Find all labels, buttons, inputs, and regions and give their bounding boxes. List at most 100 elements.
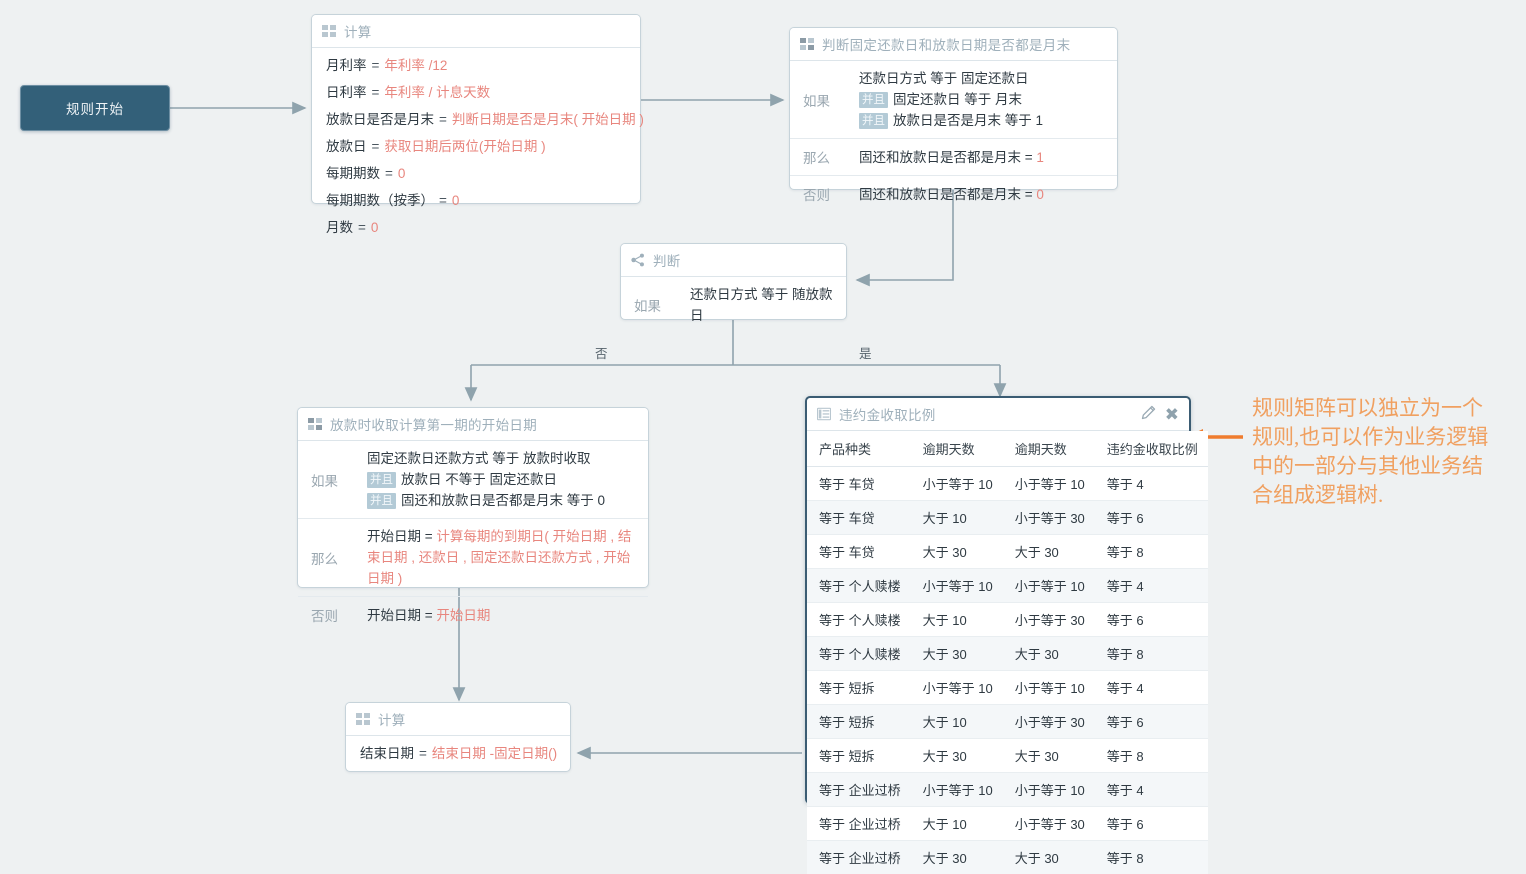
equals-sign: = xyxy=(439,193,447,208)
expression-text: 固还和放款日是否都是月末 等于 0 xyxy=(401,493,605,508)
node-decision[interactable]: 判断 如果 还款日方式 等于 随放款日 xyxy=(620,243,847,320)
node-header: 判断 xyxy=(621,244,846,277)
assignment-row: 放款日是否是月末=判断日期是否是月末( 开始日期 ) xyxy=(312,106,640,133)
matrix-cell: 等于 6 xyxy=(1095,603,1208,637)
node-title: 放款时收取计算第一期的开始日期 xyxy=(330,414,537,434)
node-header: 判断固定还款日和放款日期是否都是月末 xyxy=(790,28,1117,61)
assignment-target: 月利率 xyxy=(326,58,367,73)
condition-expression: 并且放款日 不等于 固定还款日 xyxy=(367,469,636,490)
matrix-column-header: 违约金收取比例 xyxy=(1095,431,1208,467)
node-header: 计算 xyxy=(312,15,640,48)
matrix-cell: 小于等于 10 xyxy=(911,773,1003,807)
matrix-cell: 等于 个人赎楼 xyxy=(807,637,911,671)
assignment-row: 月利率=年利率 /12 xyxy=(312,52,640,79)
table-icon xyxy=(817,407,831,421)
matrix-header-row: 产品种类逾期天数逾期天数违约金收取比例 xyxy=(807,431,1208,467)
close-icon[interactable]: ✖ xyxy=(1165,406,1179,423)
condition-if-row: 如果 还款日方式 等于 固定还款日并且固定还款日 等于 月末并且放款日是否是月末… xyxy=(790,61,1117,139)
assignment-value: 年利率 / 计息天数 xyxy=(384,85,490,100)
else-value: 0 xyxy=(1036,187,1044,202)
assignment-target: 放款日 xyxy=(326,139,367,154)
matrix-cell: 大于 30 xyxy=(1003,637,1095,671)
node-header: 放款时收取计算第一期的开始日期 xyxy=(298,408,648,441)
then-value: 1 xyxy=(1036,150,1044,165)
condition-expression: 并且固还和放款日是否都是月末 等于 0 xyxy=(367,490,636,511)
condition-expression: 并且固定还款日 等于 月末 xyxy=(859,89,1105,110)
expression-text: 放款日是否是月末 等于 1 xyxy=(893,113,1043,128)
condition-then-row: 那么 固还和放款日是否都是月末 = 1 xyxy=(790,139,1117,176)
if-label: 如果 xyxy=(621,277,686,333)
assignment-value: 获取日期后两位(开始日期 ) xyxy=(384,139,545,154)
then-label: 那么 xyxy=(790,139,855,176)
node-condition-month-end[interactable]: 判断固定还款日和放款日期是否都是月末 如果 还款日方式 等于 固定还款日并且固定… xyxy=(789,27,1118,190)
condition-else-row: 否则 固还和放款日是否都是月末 = 0 xyxy=(790,176,1117,213)
matrix-cell: 等于 8 xyxy=(1095,841,1208,874)
assignment-value: 0 xyxy=(398,166,406,181)
condition-table: 如果 固定还款日还款方式 等于 放款时收取并且放款日 不等于 固定还款日并且固还… xyxy=(298,441,648,633)
matrix-cell: 等于 车贷 xyxy=(807,467,911,501)
matrix-cell: 大于 30 xyxy=(1003,535,1095,569)
and-badge: 并且 xyxy=(367,493,396,509)
assignment-target: 月数 xyxy=(326,220,353,235)
matrix-column-header: 逾期天数 xyxy=(911,431,1003,467)
decision-table: 如果 还款日方式 等于 随放款日 xyxy=(621,277,846,333)
assignment-value: 0 xyxy=(371,220,379,235)
condition-then-row: 那么 开始日期 = 计算每期的到期日( 开始日期 , 结束日期 , 还款日 , … xyxy=(298,519,648,597)
expression-text: 固定还款日还款方式 等于 放款时收取 xyxy=(367,451,591,466)
matrix-cell: 等于 个人赎楼 xyxy=(807,569,911,603)
assignment-target: 每期期数（按季） xyxy=(326,193,434,208)
then-expression: 开始日期 = 计算每期的到期日( 开始日期 , 结束日期 , 还款日 , 固定还… xyxy=(363,519,648,597)
node-body: 结束日期=结束日期 -固定日期() xyxy=(346,736,570,771)
node-title: 判断 xyxy=(653,250,681,270)
node-header: 违约金收取比例 ✖ xyxy=(807,398,1189,431)
matrix-cell: 等于 8 xyxy=(1095,739,1208,773)
expression-text: 还款日方式 等于 固定还款日 xyxy=(859,71,1029,86)
matrix-cell: 小于等于 30 xyxy=(1003,807,1095,841)
condition-if-row: 如果 固定还款日还款方式 等于 放款时收取并且放款日 不等于 固定还款日并且固还… xyxy=(298,441,648,519)
matrix-cell: 等于 个人赎楼 xyxy=(807,603,911,637)
matrix-cell: 等于 6 xyxy=(1095,705,1208,739)
condition-expression: 并且放款日是否是月末 等于 1 xyxy=(859,110,1105,131)
and-badge: 并且 xyxy=(859,92,888,108)
matrix-cell: 等于 短拆 xyxy=(807,739,911,773)
matrix-cell: 小于等于 10 xyxy=(1003,671,1095,705)
assignment-value: 结束日期 -固定日期() xyxy=(432,746,557,761)
node-condition-first-period[interactable]: 放款时收取计算第一期的开始日期 如果 固定还款日还款方式 等于 放款时收取并且放… xyxy=(297,407,649,588)
node-header: 计算 xyxy=(346,703,570,736)
assignment-target: 结束日期 xyxy=(360,746,414,761)
and-badge: 并且 xyxy=(367,472,396,488)
assignment-row: 月数=0 xyxy=(312,214,640,241)
matrix-cell: 等于 6 xyxy=(1095,807,1208,841)
matrix-cell: 大于 10 xyxy=(911,807,1003,841)
equals-sign: = xyxy=(372,58,380,73)
node-calculate-2[interactable]: 计算 结束日期=结束日期 -固定日期() xyxy=(345,702,571,772)
assignment-row: 每期期数（按季）=0 xyxy=(312,187,640,214)
matrix-cell: 等于 8 xyxy=(1095,637,1208,671)
matrix-cell: 小于等于 10 xyxy=(1003,773,1095,807)
matrix-cell: 等于 短拆 xyxy=(807,705,911,739)
else-target: 固还和放款日是否都是月末 xyxy=(859,187,1021,202)
matrix-cell: 小于等于 10 xyxy=(911,569,1003,603)
matrix-cell: 等于 车贷 xyxy=(807,535,911,569)
pencil-icon[interactable] xyxy=(1141,405,1156,423)
matrix-cell: 小于等于 10 xyxy=(1003,569,1095,603)
matrix-cell: 等于 短拆 xyxy=(807,671,911,705)
decision-if-row: 如果 还款日方式 等于 随放款日 xyxy=(621,277,846,333)
start-node[interactable]: 规则开始 xyxy=(20,85,170,131)
node-rule-matrix[interactable]: 违约金收取比例 ✖ 产品种类逾期天数逾期天数违约金收取比例 等于 车贷小于等于 … xyxy=(805,396,1191,804)
